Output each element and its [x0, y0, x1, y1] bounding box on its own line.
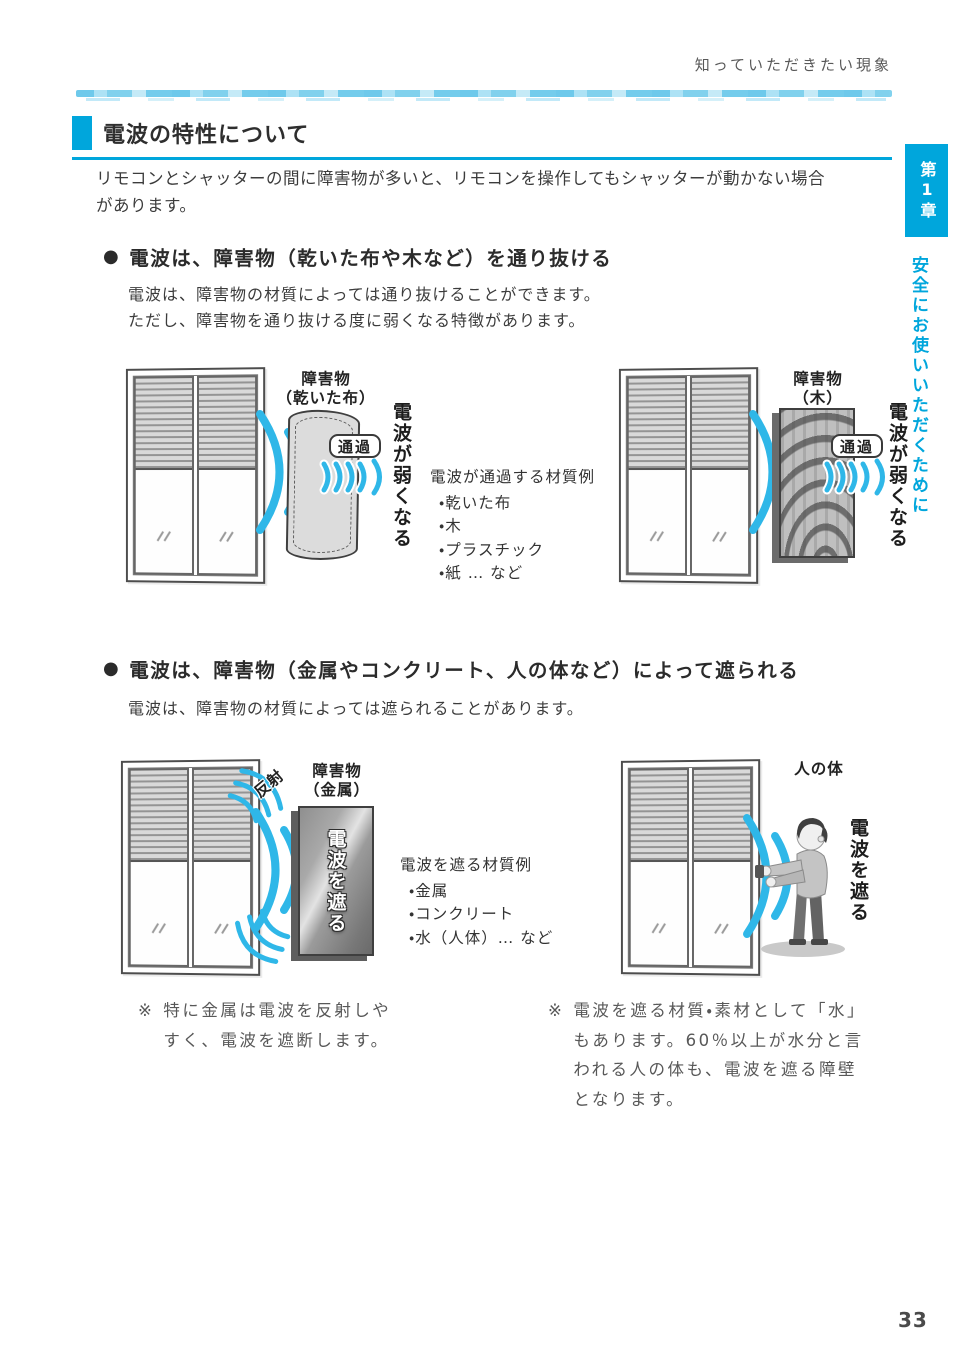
- note-marker: ※: [138, 1001, 155, 1020]
- brush-stroke-divider: [76, 90, 892, 101]
- obstacle-label-cloth: 障害物 （乾いた布）: [276, 370, 376, 408]
- person-label: 人の体: [794, 760, 844, 778]
- small-wave-icon: [319, 458, 382, 496]
- result-label-weaker: 電波が弱くなる: [886, 402, 908, 549]
- note-water: ※ 電波を遮る材質・素材として「水」 もあります。60％以上が水分と言 われる人…: [548, 996, 916, 1115]
- page-number: 33: [898, 1308, 928, 1332]
- section-title-bar: 電波の特性について: [72, 116, 892, 160]
- section1-heading: ● 電波は、障害物（乾いた布や木など）を通り抜ける: [103, 242, 612, 271]
- section1-heading-text: 電波は、障害物（乾いた布や木など）を通り抜ける: [129, 247, 613, 270]
- obstacle-label-wood: 障害物 （木）: [793, 370, 843, 408]
- note-marker: ※: [548, 1001, 565, 1020]
- note-text: 電波を遮る材質・素材として「水」 もあります。60％以上が水分と言 われる人の体…: [573, 1001, 866, 1110]
- materials-title: 電波が通過する材質例: [430, 468, 596, 486]
- pass-materials-list: 電波が通過する材質例 ・乾いた布 ・木 ・プラスチック ・紙 … など: [430, 466, 595, 586]
- pass-through-badge: 通過: [329, 434, 382, 458]
- person-illustration: [755, 818, 845, 957]
- block-materials-list: 電波を遮る材質例 ・金属 ・コンクリート ・水（人体）… など: [400, 854, 553, 950]
- metal-obstacle-illustration: 電波を遮る: [298, 806, 374, 956]
- bullet-icon: ●: [103, 658, 121, 679]
- bullet-icon: ●: [103, 246, 121, 267]
- chapter-tab: 第1章: [905, 144, 948, 237]
- title-accent-square: [72, 116, 92, 150]
- small-wave-icon: [822, 458, 885, 496]
- section2-heading: ● 電波は、障害物（金属やコンクリート、人の体など）によって遮られる: [103, 654, 799, 683]
- shutter-window-illustration: [125, 367, 266, 584]
- section1-body: 電波は、障害物の材質によっては通り抜けることができます。 ただし、障害物を通り抜…: [128, 285, 601, 330]
- blocked-label-on-panel: 電波を遮る: [324, 828, 347, 934]
- material-item: ・金属: [409, 881, 449, 900]
- sidebar-chapter-title: 安全にお使いいただくために: [908, 256, 928, 516]
- note-metal: ※ 特に金属は電波を反射しや すく、電波を遮断します。: [138, 996, 438, 1055]
- reflected-wave-icon: [227, 768, 284, 824]
- material-item: ・紙 … など: [439, 564, 524, 583]
- material-item: ・木: [439, 517, 462, 536]
- page-title: 電波の特性について: [103, 123, 310, 148]
- section2-heading-text: 電波は、障害物（金属やコンクリート、人の体など）によって遮られる: [129, 659, 800, 682]
- reflected-wave-icon: [235, 908, 291, 964]
- result-label-blocked: 電波を遮る: [847, 818, 869, 923]
- material-item: ・乾いた布: [439, 493, 512, 512]
- material-item: ・水（人体）… など: [409, 928, 554, 947]
- material-item: ・プラスチック: [439, 540, 544, 559]
- chapter-label: 第1章: [917, 160, 937, 221]
- pass-through-badge: 通過: [831, 434, 884, 458]
- obstacle-label-metal: 障害物 （金属）: [303, 762, 370, 800]
- note-text: 特に金属は電波を反射しや すく、電波を遮断します。: [163, 1001, 392, 1050]
- result-label-weaker: 電波が弱くなる: [390, 402, 412, 549]
- running-header: 知っていただきたい現象: [694, 56, 892, 74]
- materials-title: 電波を遮る材質例: [400, 856, 533, 874]
- shutter-window-illustration: [618, 367, 759, 584]
- intro-paragraph: リモコンとシャッターの間に障害物が多いと、リモコンを操作してもシャッターが動かな…: [96, 169, 826, 215]
- material-item: ・コンクリート: [409, 905, 515, 924]
- section2-body: 電波は、障害物の材質によっては遮られることがあります。: [128, 699, 584, 718]
